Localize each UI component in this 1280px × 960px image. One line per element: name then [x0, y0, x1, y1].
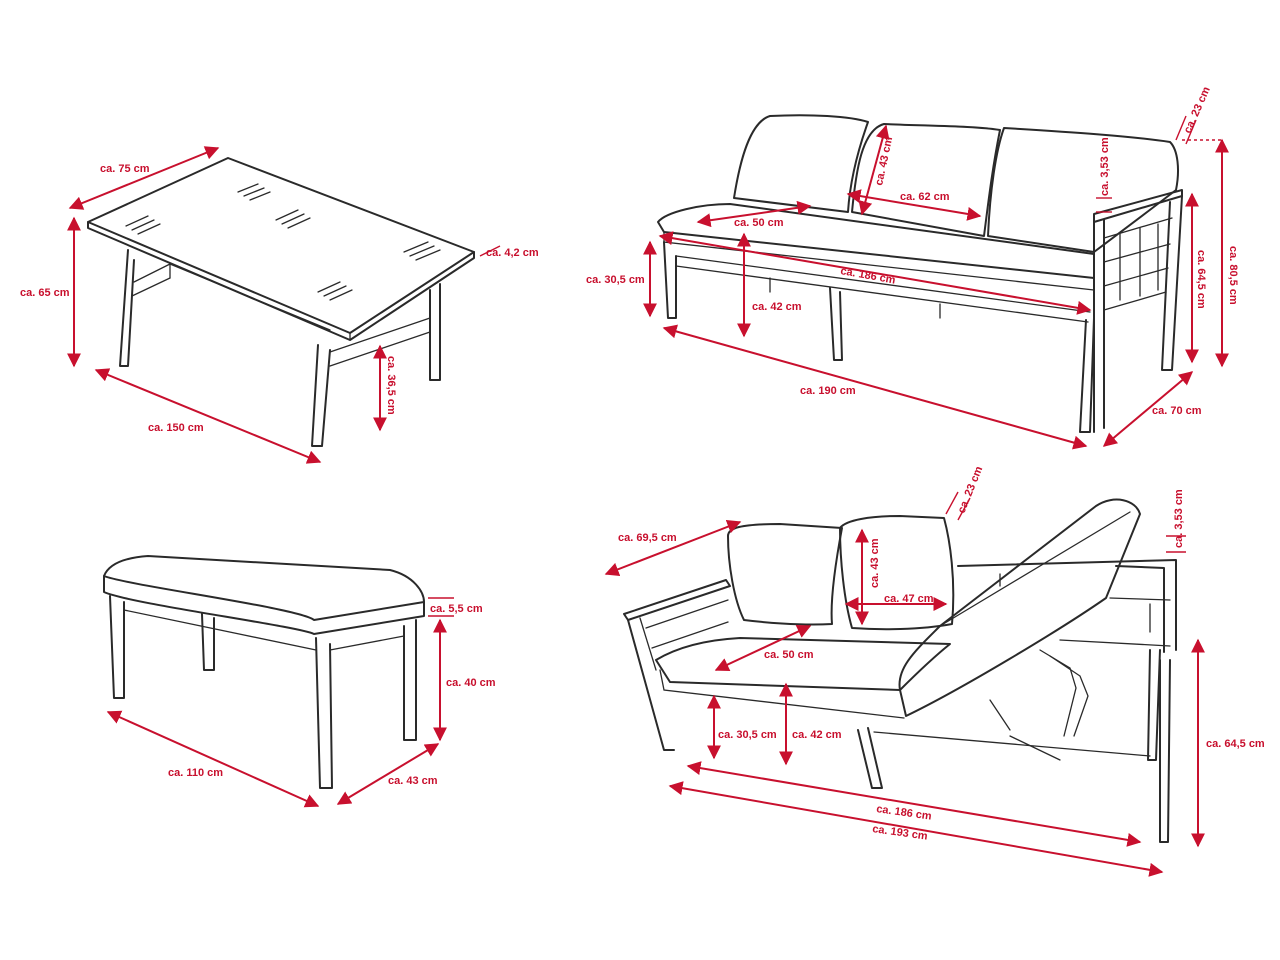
sofa-cushion-width-label: ca. 62 cm [900, 191, 950, 203]
lounger-back-top-label: ca. 23 cm [956, 464, 986, 515]
bench-drawing [103, 555, 425, 789]
sofa-total-height-label: ca. 80,5 cm [1227, 246, 1239, 305]
sofa-armrest-top-label: ca. 3,53 cm [1099, 137, 1111, 196]
lounger-cushion-height-label: ca. 43 cm [869, 538, 881, 588]
sofa-width-label: ca. 190 cm [800, 385, 856, 397]
lounger-depth-label: ca. 69,5 cm [618, 532, 677, 544]
sofa-arm-height-label: ca. 64,5 cm [1195, 250, 1207, 309]
sofa-depth-label: ca. 70 cm [1152, 405, 1202, 417]
lounger-arm-height-label: ca. 64,5 cm [1206, 738, 1265, 750]
bench-width-label: ca. 110 cm [168, 767, 223, 779]
sofa-inner-width-label: ca. 186 cm [839, 265, 896, 287]
lounger-seat-cushion-label: ca. 30,5 cm [718, 729, 777, 741]
table-height-label: ca. 65 cm [20, 287, 70, 299]
sofa-seat-cushion-label: ca. 30,5 cm [586, 274, 645, 286]
lounger-armrest-top-label: ca. 3,53 cm [1173, 489, 1185, 548]
table-depth-label: ca. 75 cm [100, 163, 150, 175]
lounger-seat-height-label: ca. 42 cm [792, 729, 842, 741]
bench-depth-label: ca. 43 cm [388, 775, 438, 787]
lounger-cushion-width-label: ca. 47 cm [884, 593, 934, 605]
sofa-seat-depth-label: ca. 50 cm [734, 217, 784, 229]
sofa-seat-height-label: ca. 42 cm [752, 301, 802, 313]
table-drawing [87, 157, 475, 447]
bench-cushion-label: ca. 5,5 cm [430, 603, 483, 615]
lounger-seat-depth-label: ca. 50 cm [764, 649, 814, 661]
table-top-thickness-label: ca. 4,2 cm [486, 247, 539, 259]
sofa-back-top-label: ca. 23 cm [1182, 85, 1213, 135]
lounger-width-label: ca. 193 cm [872, 823, 929, 843]
bench-height-label: ca. 40 cm [446, 677, 496, 689]
table-frame-height-label: ca. 36,5 cm [385, 356, 397, 415]
table-width-label: ca. 150 cm [148, 422, 204, 434]
glass-reflection-icon [125, 183, 441, 301]
lounger-drawing [623, 498, 1177, 843]
